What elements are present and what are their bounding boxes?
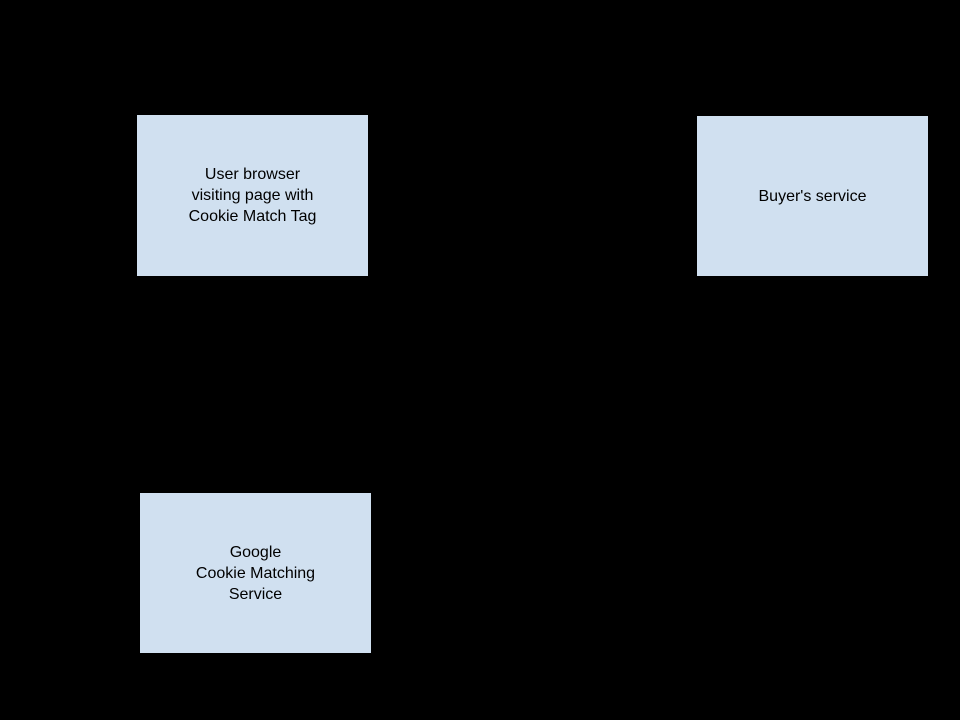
node-buyers-service-label: Buyer's service xyxy=(758,187,867,205)
node-buyers-service[interactable]: Buyer's service xyxy=(697,116,928,276)
node-user-browser-label: User browser visiting page with Cookie M… xyxy=(188,166,317,225)
node-google-cookie-matching-service-label: Google Cookie Matching Service xyxy=(195,543,316,603)
node-user-browser[interactable]: User browser visiting page with Cookie M… xyxy=(137,115,368,276)
node-google-cookie-matching-service[interactable]: Google Cookie Matching Service xyxy=(140,493,371,653)
edge-buyers-service-to-google-cookie-matching-service xyxy=(371,573,812,574)
edge-user-browser-to-google-cookie-matching-service xyxy=(252,276,253,493)
edge-user-browser-to-buyers-service xyxy=(368,195,697,196)
